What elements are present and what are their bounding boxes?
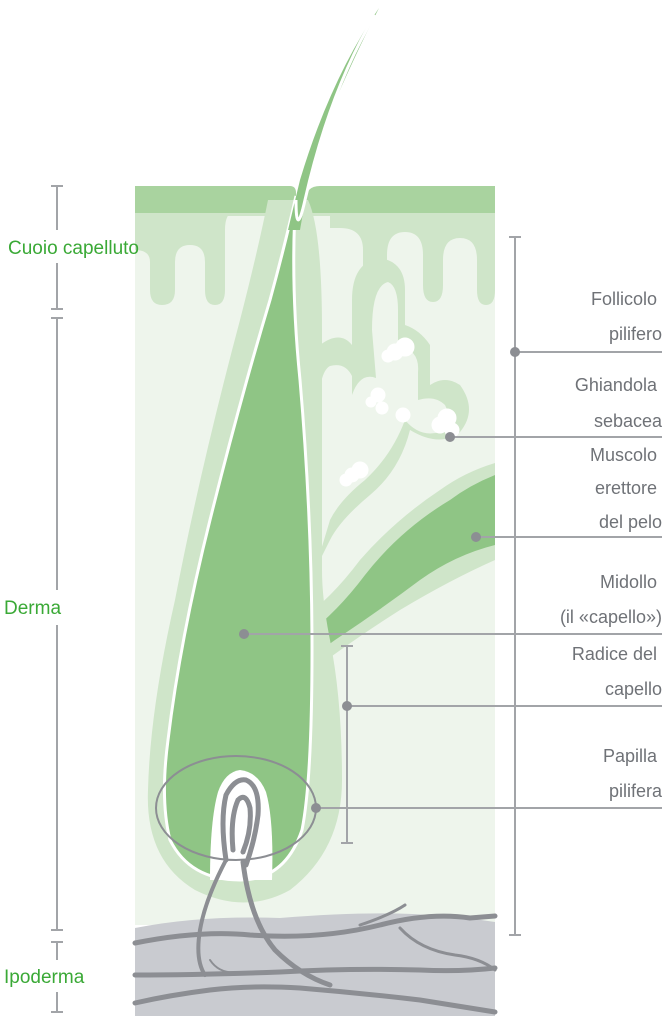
label-scalp: Cuoio capelluto	[8, 238, 139, 259]
label-medulla: Midollo (il «capello»)	[560, 572, 662, 627]
epidermis-top	[135, 186, 296, 213]
label-sebaceous-gland: Ghiandola sebacea	[575, 375, 663, 431]
sebaceous-gland-inner	[318, 282, 449, 560]
label-dermis: Derma	[4, 598, 61, 619]
right-leaders	[244, 236, 662, 936]
label-hair-follicle: Follicolo pilifero	[591, 289, 662, 344]
papilla-vessels	[220, 777, 261, 868]
hair-shaft-edge	[294, 14, 377, 222]
hypodermis-vessels	[132, 858, 498, 1015]
label-arrector-muscle: Muscolo erettore del pelo	[590, 445, 662, 532]
label-hair-root: Radice del capello	[572, 644, 662, 699]
leader-dots	[239, 347, 520, 813]
hypodermis-layer	[135, 913, 495, 1016]
label-hair-papilla: Papilla pilifera	[603, 746, 663, 801]
left-brackets	[51, 185, 63, 1013]
epidermis-ridges	[135, 212, 495, 305]
arrector-muscle	[300, 475, 495, 665]
skin-section	[132, 8, 498, 1016]
sebum-droplets	[339, 337, 460, 487]
epidermis-top-right	[306, 186, 495, 213]
label-hypodermis: Ipoderma	[4, 967, 85, 988]
hair-medulla	[162, 195, 314, 882]
